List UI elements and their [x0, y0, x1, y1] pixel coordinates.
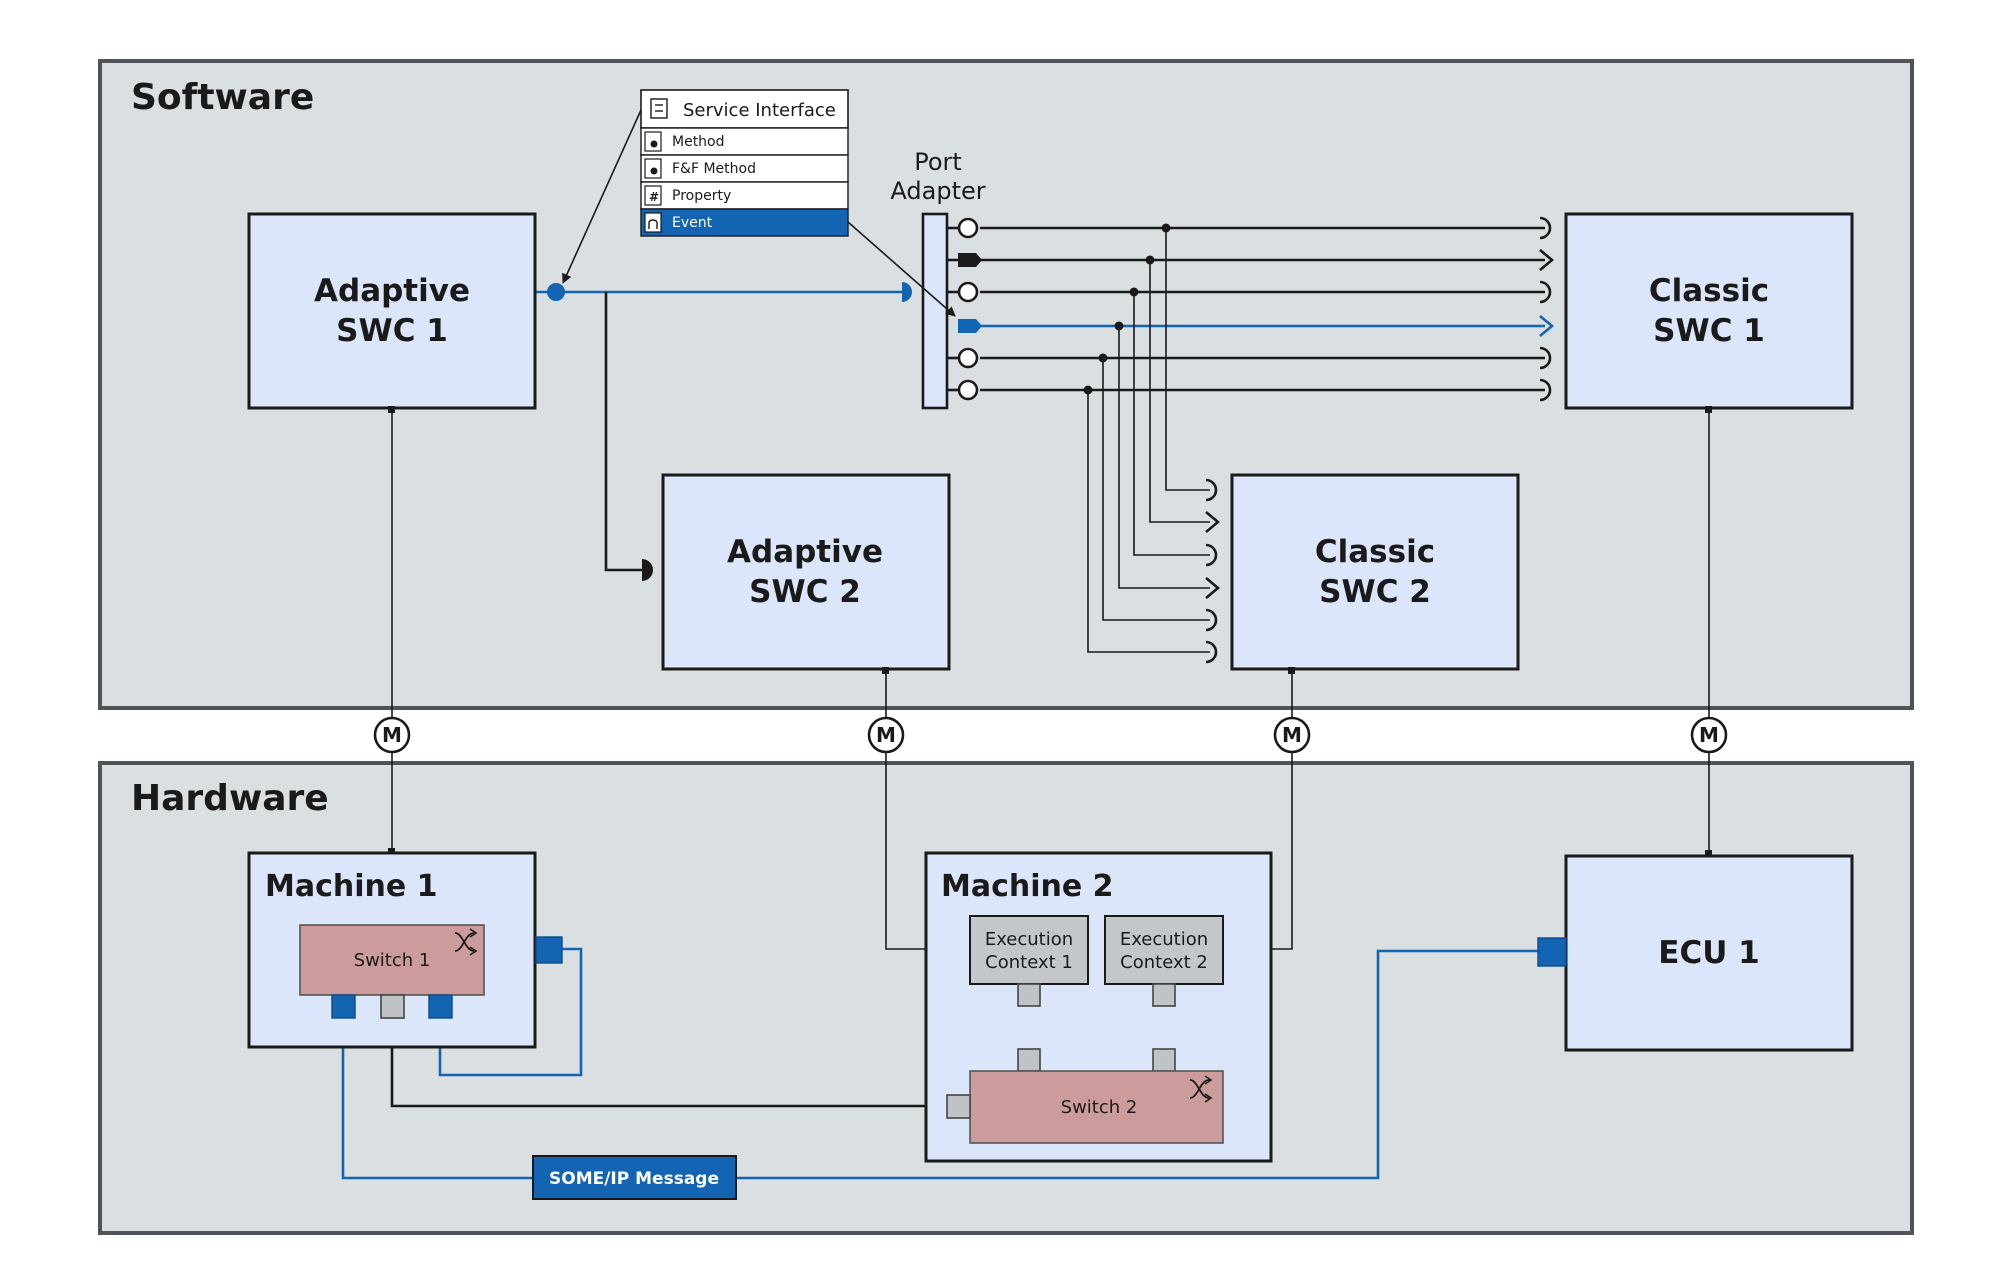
adaptive-swc-1-label-1: Adaptive: [314, 273, 470, 309]
adaptive-swc-2[interactable]: Adaptive SWC 2: [661, 473, 951, 671]
popup-arrows: [562, 109, 956, 317]
port-adapter-label-1: Port: [914, 148, 962, 176]
ecu-1-title: ECU 1: [1658, 935, 1759, 971]
execution-context-2-label-1: Execution: [1120, 929, 1208, 950]
classic-swc-2-label-2: SWC 2: [1319, 574, 1431, 610]
event-icon: [644, 212, 662, 233]
some-ip-message-label: SOME/IP Message: [549, 1169, 719, 1189]
hardware-title: Hardware: [131, 778, 329, 819]
adaptive-swc-1-label-2: SWC 1: [336, 313, 448, 349]
mapping-marker-1: M: [373, 716, 411, 754]
menu-item-property-label: Property: [672, 188, 731, 204]
classic-swc2-receivers: [1205, 478, 1221, 664]
machine-1-title: Machine 1: [265, 869, 438, 904]
machine-1-port-right[interactable]: [428, 994, 453, 1019]
machine-1-port-center[interactable]: [380, 994, 405, 1019]
execution-context-1-label-1: Execution: [985, 929, 1073, 950]
classic-swc-1[interactable]: Classic SWC 1: [1564, 212, 1854, 410]
adapter-ports: [947, 217, 982, 401]
service-interface-title: Service Interface: [683, 100, 836, 121]
mapping-marker-2: M: [867, 716, 905, 754]
port-lines: [980, 226, 1545, 392]
switch-1[interactable]: Switch 1: [299, 924, 485, 996]
mapping-marker-1-label: M: [382, 723, 402, 747]
software-title: Software: [131, 77, 314, 118]
switch-1-shuffle-icon: [454, 928, 478, 956]
adaptive-swc-2-label-1: Adaptive: [727, 534, 883, 570]
some-ip-message[interactable]: SOME/IP Message: [532, 1155, 737, 1200]
machine-2-title: Machine 2: [941, 869, 1114, 904]
adaptive-swc-1[interactable]: Adaptive SWC 1: [247, 212, 537, 410]
exec-1-port[interactable]: [1017, 983, 1041, 1007]
classic-swc-2-label-1: Classic: [1315, 534, 1435, 570]
execution-context-2[interactable]: Execution Context 2: [1104, 915, 1224, 985]
mapping-marker-2-label: M: [876, 723, 896, 747]
switch-2-port-top-right[interactable]: [1152, 1048, 1176, 1072]
classic-swc-1-label-2: SWC 1: [1653, 313, 1765, 349]
mapping-marker-3-label: M: [1282, 723, 1302, 747]
switch-2-shuffle-icon: [1189, 1075, 1213, 1103]
mapping-marker-4: M: [1690, 716, 1728, 754]
switch-2-port-left[interactable]: [946, 1094, 971, 1119]
port-adapter-bar: [921, 212, 949, 410]
menu-item-ff-method[interactable]: F&F Method: [640, 154, 849, 183]
machine-1-ext-port[interactable]: [535, 936, 563, 964]
adaptive-event-link: [535, 282, 912, 581]
classic-swc-1-label-1: Classic: [1649, 273, 1769, 309]
mapping-marker-4-label: M: [1699, 723, 1719, 747]
machine-1-port-left[interactable]: [331, 994, 356, 1019]
menu-item-method[interactable]: Method: [640, 127, 849, 156]
menu-item-ff-method-label: F&F Method: [672, 161, 756, 177]
classic-swc-2[interactable]: Classic SWC 2: [1230, 473, 1520, 671]
ecu-1[interactable]: ECU 1: [1537, 854, 1854, 1052]
machine-2[interactable]: Machine 2 Execution Context 1 Execution …: [924, 851, 1273, 1163]
menu-item-event-label: Event: [672, 215, 713, 231]
service-interface-icon: [650, 98, 668, 119]
execution-context-1-label-2: Context 1: [985, 952, 1073, 973]
switch-2[interactable]: Switch 2: [969, 1070, 1224, 1144]
execution-context-1[interactable]: Execution Context 1: [969, 915, 1089, 985]
service-interface-panel[interactable]: Service Interface Method F&F Method # Pr…: [640, 89, 849, 237]
port-adapter-label-2: Adapter: [890, 177, 985, 205]
switch-2-label: Switch 2: [1061, 1097, 1138, 1118]
machine-1[interactable]: Machine 1 Switch 1: [247, 851, 563, 1049]
menu-item-property[interactable]: # Property: [640, 181, 849, 210]
exec-2-port[interactable]: [1152, 983, 1176, 1007]
execution-context-2-label-2: Context 2: [1120, 952, 1208, 973]
mapping-marker-3: M: [1273, 716, 1311, 754]
svg-text:#: #: [649, 190, 659, 204]
switch-1-label: Switch 1: [354, 950, 431, 971]
adaptive-swc-2-label-2: SWC 2: [749, 574, 861, 610]
menu-item-method-label: Method: [672, 134, 725, 150]
property-icon: [644, 185, 662, 206]
menu-item-event[interactable]: Event: [640, 208, 849, 237]
switch-2-port-top-left[interactable]: [1017, 1048, 1041, 1072]
classic-swc1-receivers: [1539, 216, 1555, 402]
ecu-1-port[interactable]: [1537, 937, 1567, 967]
branch-lines: [1083, 223, 1210, 653]
